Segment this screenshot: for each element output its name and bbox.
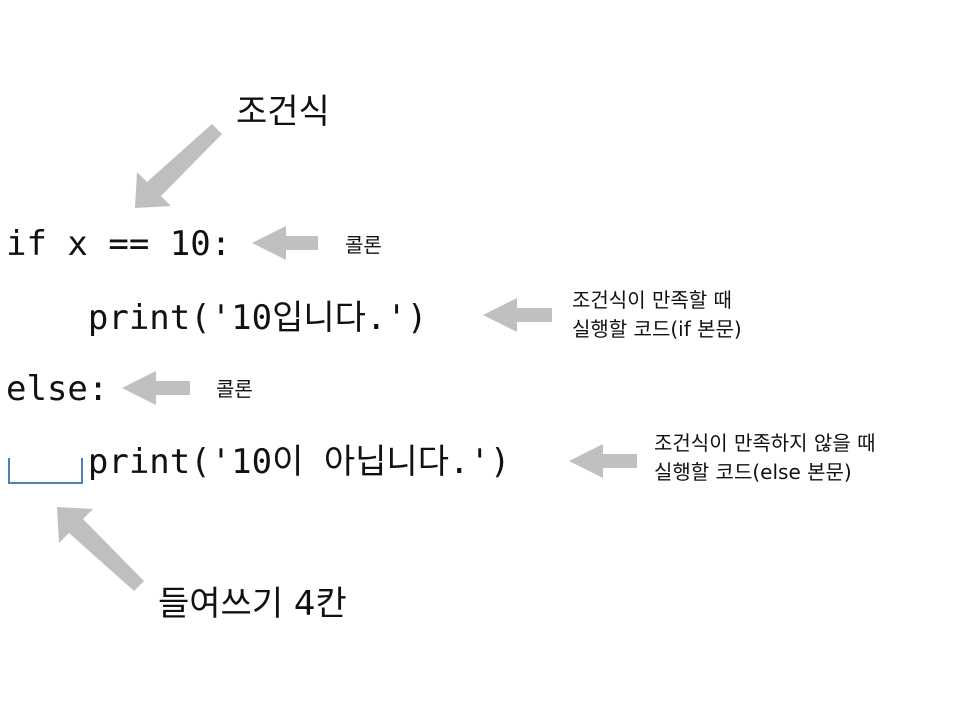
colon-else-arrow — [122, 371, 190, 405]
colon-else-label: 콜론 — [216, 377, 253, 401]
code-line-else: else: — [6, 369, 109, 409]
else-body-label: 조건식이 만족하지 않을 때 실행할 코드(else 본문) — [654, 429, 875, 487]
if-body-label-line-1: 조건식이 만족할 때 — [572, 288, 732, 312]
else-body-arrow — [569, 444, 637, 478]
if-body-arrow — [483, 298, 552, 332]
code-line-else-body: print('10이 아닙니다.') — [6, 442, 511, 482]
colon-if-label: 콜론 — [345, 233, 382, 257]
if-body-label: 조건식이 만족할 때 실행할 코드(if 본문) — [572, 286, 742, 344]
if-body-label-line-2: 실행할 코드(if 본문) — [572, 317, 742, 341]
code-line-if-body: print('10입니다.') — [6, 298, 428, 338]
indent-label: 들여쓰기 4칸 — [158, 584, 347, 624]
colon-if-arrow — [252, 226, 318, 260]
indent-bracket — [8, 458, 83, 484]
indent-arrow — [57, 507, 144, 591]
else-body-label-line-2: 실행할 코드(else 본문) — [654, 460, 852, 484]
else-body-label-line-1: 조건식이 만족하지 않을 때 — [654, 431, 876, 455]
condition-arrow — [135, 124, 222, 208]
condition-label: 조건식 — [236, 92, 330, 132]
code-line-if: if x == 10: — [6, 224, 232, 264]
